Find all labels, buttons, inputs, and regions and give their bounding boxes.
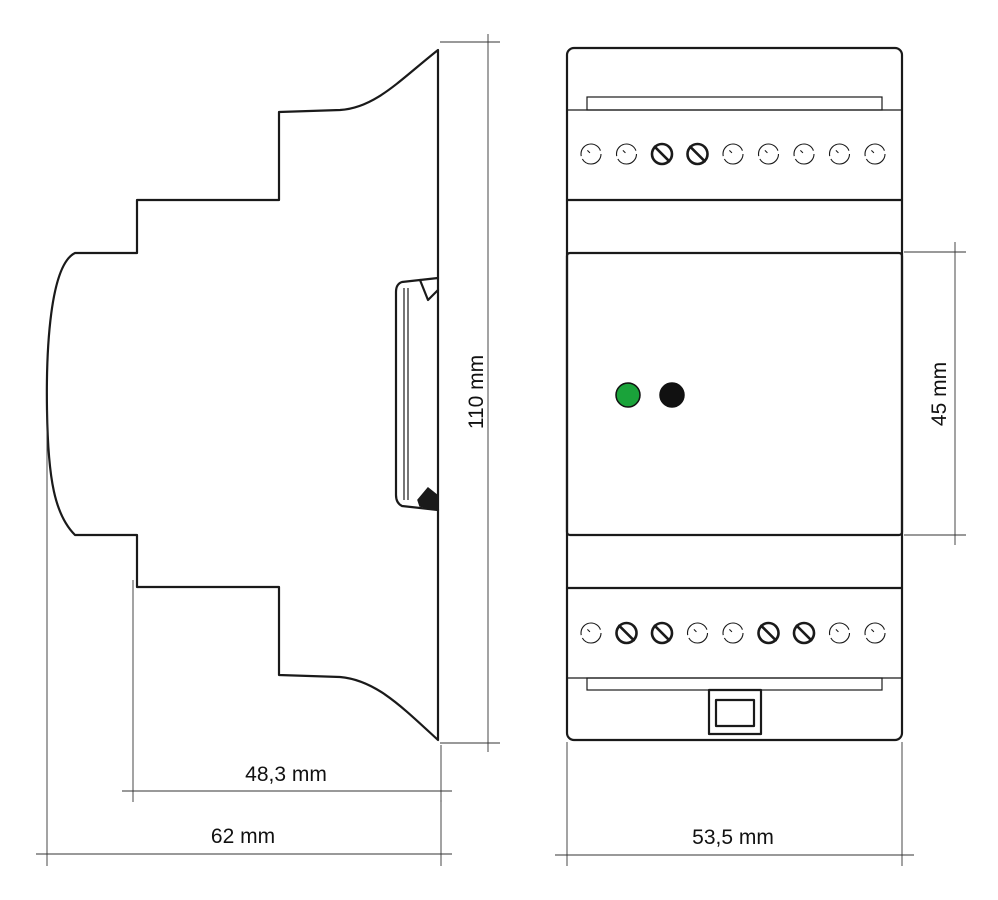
dimension-window-height-label: 45 mm bbox=[928, 362, 951, 426]
terminal-open bbox=[580, 143, 602, 165]
terminal-open bbox=[722, 143, 744, 165]
dimension-height-label: 110 mm bbox=[465, 355, 488, 429]
terminal-row-bottom bbox=[580, 621, 886, 645]
terminal-open bbox=[580, 622, 602, 644]
din-release-tab bbox=[707, 688, 763, 736]
terminal-open bbox=[828, 143, 851, 165]
terminal-open bbox=[793, 143, 815, 165]
terminal-open bbox=[757, 143, 780, 165]
front-view bbox=[565, 46, 904, 742]
rail-hook-bottom bbox=[417, 486, 439, 511]
terminal-open bbox=[722, 622, 744, 644]
front-window bbox=[565, 251, 904, 537]
din-rail-clip bbox=[394, 276, 440, 512]
terminal-screw bbox=[650, 621, 674, 645]
dimension-width-label: 53,5 mm bbox=[692, 826, 774, 849]
terminal-open bbox=[686, 622, 709, 644]
dimension-depth-front-label: 48,3 mm bbox=[245, 763, 327, 786]
terminal-screw bbox=[650, 142, 674, 166]
terminal-screw bbox=[792, 621, 816, 645]
terminal-screw bbox=[757, 621, 780, 645]
front-view-dimensions: 53,5 mm 45 mm bbox=[555, 242, 966, 866]
dimension-depth-total-label: 62 mm bbox=[211, 825, 275, 848]
status-led bbox=[615, 382, 641, 408]
side-view-dimensions: 110 mm 48,3 mm 62 mm bbox=[36, 34, 500, 866]
side-view-outline bbox=[45, 48, 440, 742]
terminal-open bbox=[615, 143, 638, 165]
side-view bbox=[45, 48, 440, 742]
terminal-screw bbox=[615, 621, 638, 645]
terminal-open bbox=[828, 622, 851, 644]
second-led bbox=[659, 382, 685, 408]
terminal-open bbox=[864, 143, 886, 165]
terminal-row-top bbox=[580, 142, 886, 166]
terminal-open bbox=[864, 622, 886, 644]
terminal-screw bbox=[686, 142, 709, 166]
rail-hook-top bbox=[418, 278, 440, 302]
